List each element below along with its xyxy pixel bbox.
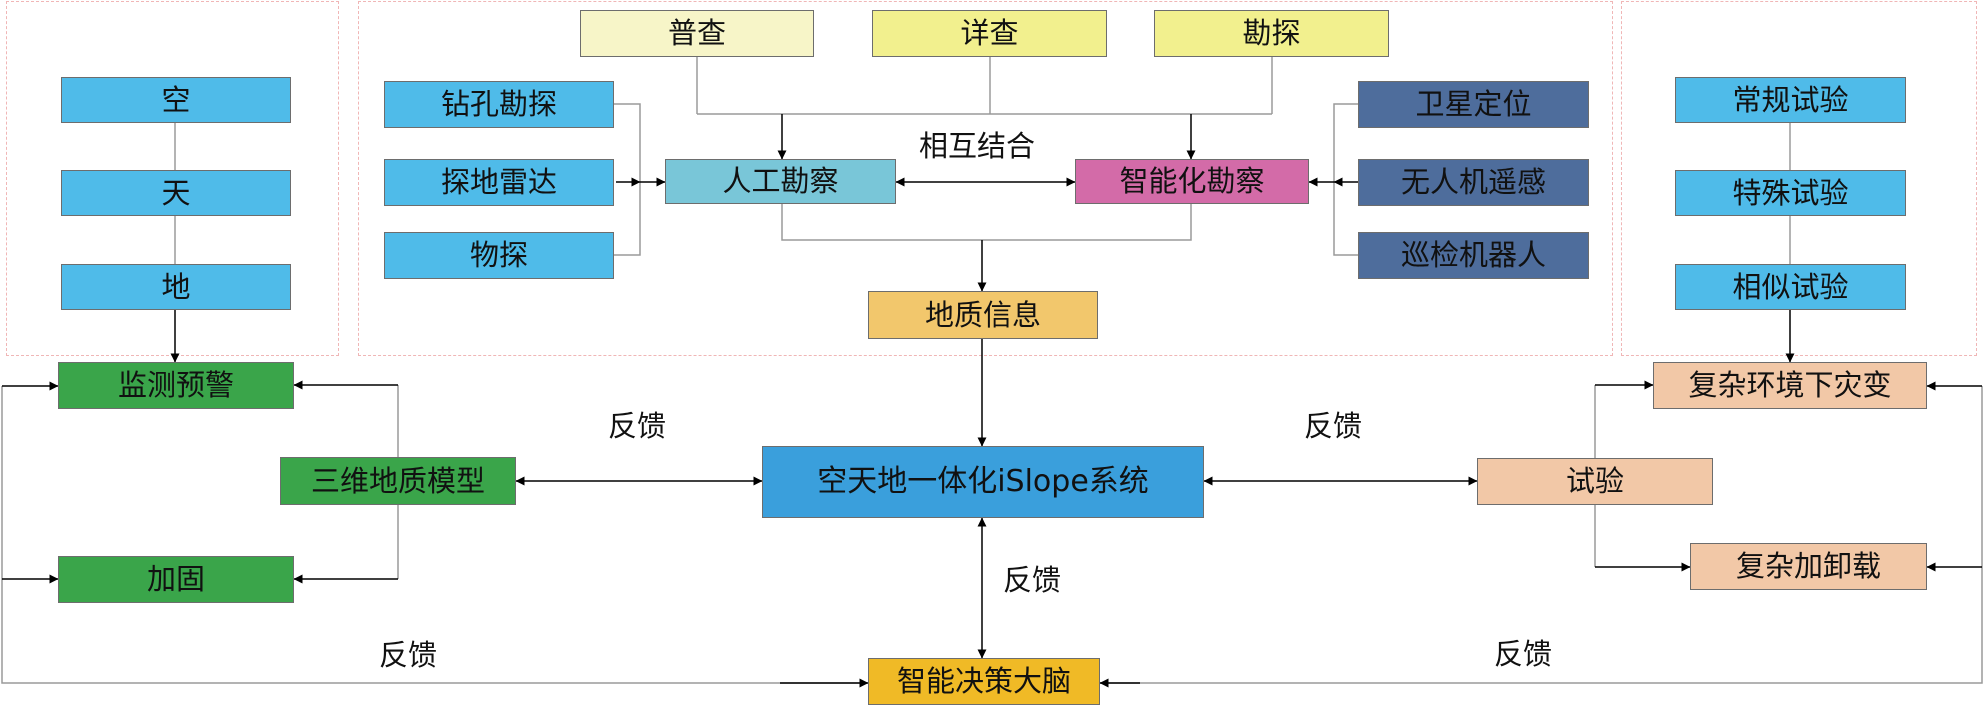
- complex-env-box: 复杂环境下灾变: [1653, 362, 1927, 409]
- feedback-bottom-right-label: 反馈: [1494, 637, 1553, 671]
- satellite-box: 卫星定位: [1358, 81, 1589, 128]
- center-region: [358, 1, 1613, 356]
- feedback-center-label: 反馈: [1003, 563, 1062, 597]
- special-test-box: 特殊试验: [1675, 170, 1906, 216]
- uav-box: 无人机遥感: [1358, 159, 1589, 206]
- space-box: 天: [61, 170, 291, 216]
- gpr-box: 探地雷达: [384, 159, 614, 206]
- geo-info-box: 地质信息: [868, 291, 1098, 339]
- general-survey-box: 普查: [580, 10, 814, 57]
- robot-box: 巡检机器人: [1358, 232, 1589, 279]
- test-box: 试验: [1477, 458, 1713, 505]
- feedback-right-label: 反馈: [1304, 409, 1363, 443]
- decision-brain-box: 智能决策大脑: [868, 658, 1100, 705]
- manual-survey-box: 人工勘察: [665, 159, 896, 204]
- feedback-left-label: 反馈: [608, 409, 667, 443]
- monitoring-box: 监测预警: [58, 362, 294, 409]
- conventional-test-box: 常规试验: [1675, 77, 1906, 123]
- 3d-model-box: 三维地质模型: [280, 457, 516, 505]
- ground-box: 地: [61, 264, 291, 310]
- reinforcement-box: 加固: [58, 556, 294, 603]
- drilling-box: 钻孔勘探: [384, 81, 614, 128]
- intelligent-survey-box: 智能化勘察: [1075, 159, 1309, 204]
- geophysical-box: 物探: [384, 232, 614, 279]
- similarity-test-box: 相似试验: [1675, 264, 1906, 310]
- right-region: [1621, 1, 1977, 356]
- detailed-survey-box: 详查: [872, 10, 1107, 57]
- sky-box: 空: [61, 77, 291, 123]
- islope-system-box: 空天地一体化iSlope系统: [762, 446, 1204, 518]
- combine-label: 相互结合: [919, 129, 1036, 163]
- exploration-box: 勘探: [1154, 10, 1389, 57]
- feedback-bottom-left-label: 反馈: [379, 638, 438, 672]
- complex-load-box: 复杂加卸载: [1690, 543, 1927, 590]
